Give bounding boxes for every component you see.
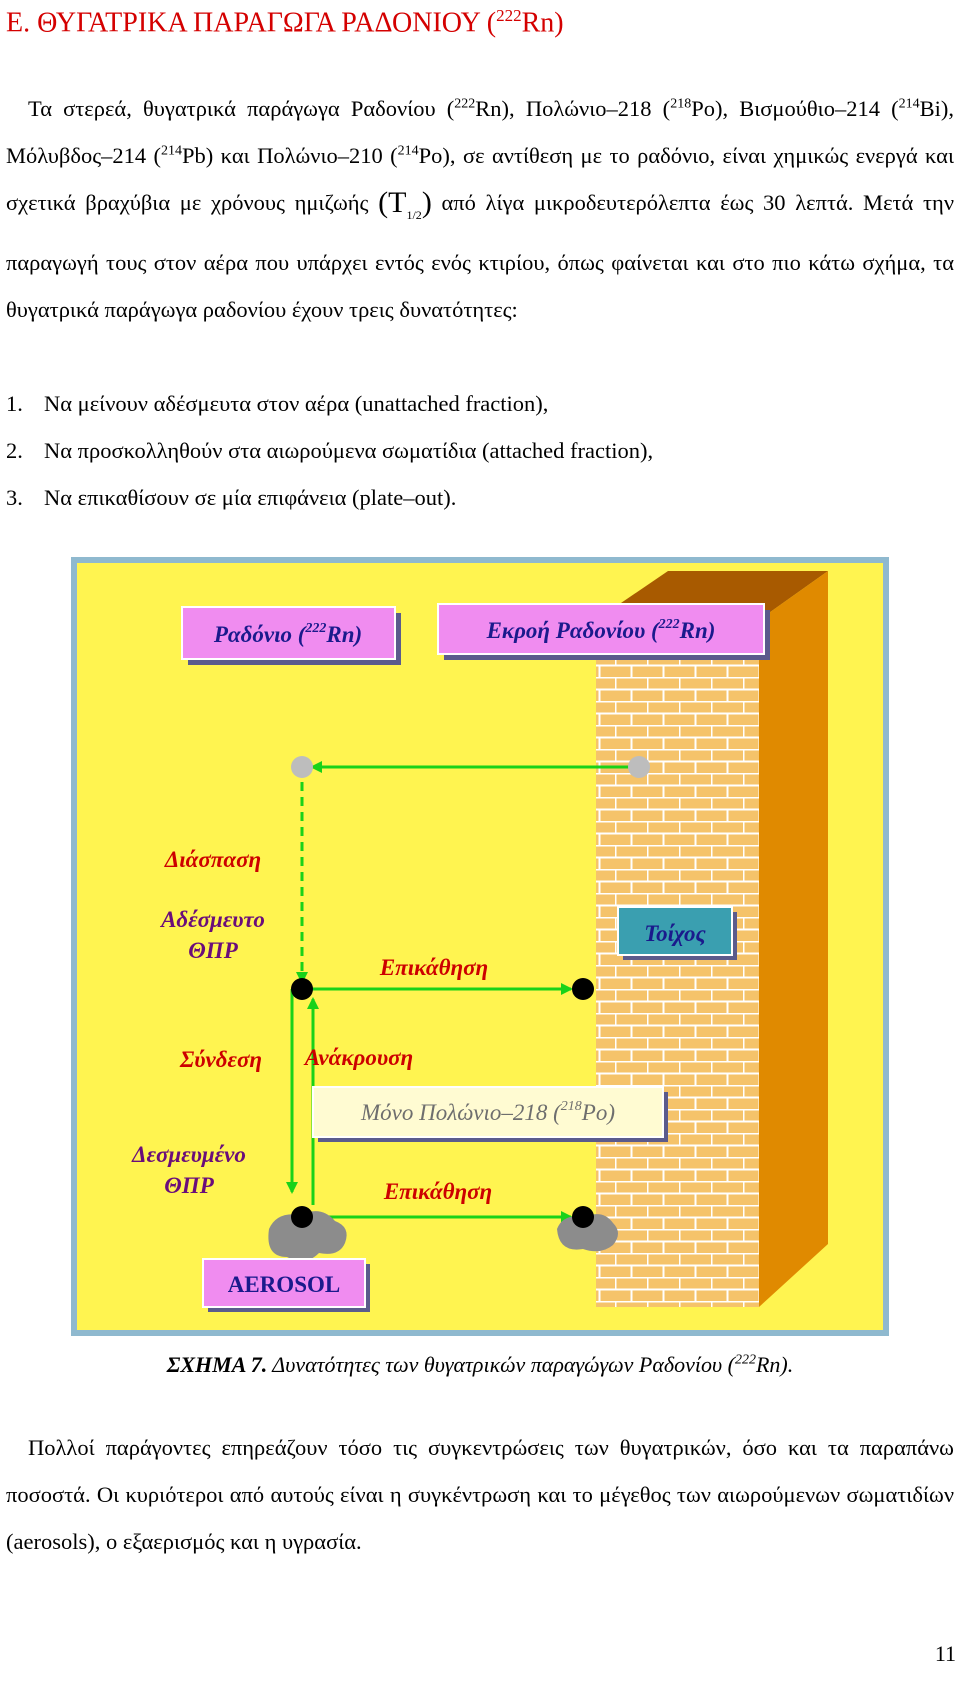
exhalation-label: Εκροή Ραδονίου (222Rn) [486,617,716,643]
section-heading: Ε. ΘΥΓΑΤΡΙΚΑ ΠΑΡΑΓΩΓΑ ΡΑΔΟΝΙΟΥ (222Rn) [6,6,564,39]
list-item: 1.Να μείνουν αδέσμευτα στον αέρα (unatta… [6,391,549,416]
wall-label: Τοίχος [644,921,706,946]
page-number: 11 [934,1641,956,1666]
wall-side [759,571,828,1307]
unattached-progeny [291,978,313,1000]
decay-label: Διάσπαση [164,847,261,872]
half-life-symbol: (T1/2) [378,186,432,222]
figure-caption: ΣΧΗΜΑ 7. Δυνατότητες των θυγατρικών παρα… [166,1352,794,1377]
aerosol-box [202,1258,366,1308]
attachment-label: Σύνδεση [179,1047,262,1072]
wall-front [596,620,759,1307]
plateout-label-bottom: Επικάθηση [383,1179,492,1204]
intro-paragraph: Τα στερεά, θυγατρικά παράγωγα Ραδονίου (… [6,96,954,322]
exhalation-box [437,603,765,655]
plated-progeny-top [572,978,594,1000]
wall-box [617,906,733,956]
possibilities-list: 1.Να μείνουν αδέσμευτα στον αέρα (unatta… [6,380,653,521]
unattached-label-2: ΘΠΡ [188,938,238,963]
polonium-label: Μόνο Πολώνιο–218 (218Po) [360,1099,615,1125]
unattached-label-1: Αδέσμευτο [159,907,265,932]
closing-paragraph: Πολλοί παράγοντες επηρεάζουν τόσο τις συ… [6,1435,954,1554]
radon-label: Ραδόνιο (222Rn) [213,621,362,647]
attached-label-1: Δεσμευμένο [131,1142,246,1167]
list-item: 3.Να επικαθίσουν σε μία επιφάνεια (plate… [6,485,457,510]
aerosol-label: AEROSOL [228,1272,340,1297]
aerosol-particle [268,1211,347,1262]
list-item: 2.Να προσκολληθούν στα αιωρούμενα σωματί… [6,438,654,463]
radon-atom [291,756,313,778]
radon-atom-wall [628,756,650,778]
attached-label-2: ΘΠΡ [164,1173,214,1198]
radon-progeny-diagram: Ραδόνιο (222Rn) Εκροή Ραδονίου (222Rn) Τ… [71,557,889,1336]
radon-box [181,606,396,660]
recoil-label: Ανάκρουση [303,1045,413,1070]
attached-progeny [291,1206,313,1228]
polonium-box [312,1086,664,1138]
plated-progeny-bottom [572,1206,594,1228]
wall-deposit [557,1214,618,1252]
plateout-label-top: Επικάθηση [379,955,488,980]
